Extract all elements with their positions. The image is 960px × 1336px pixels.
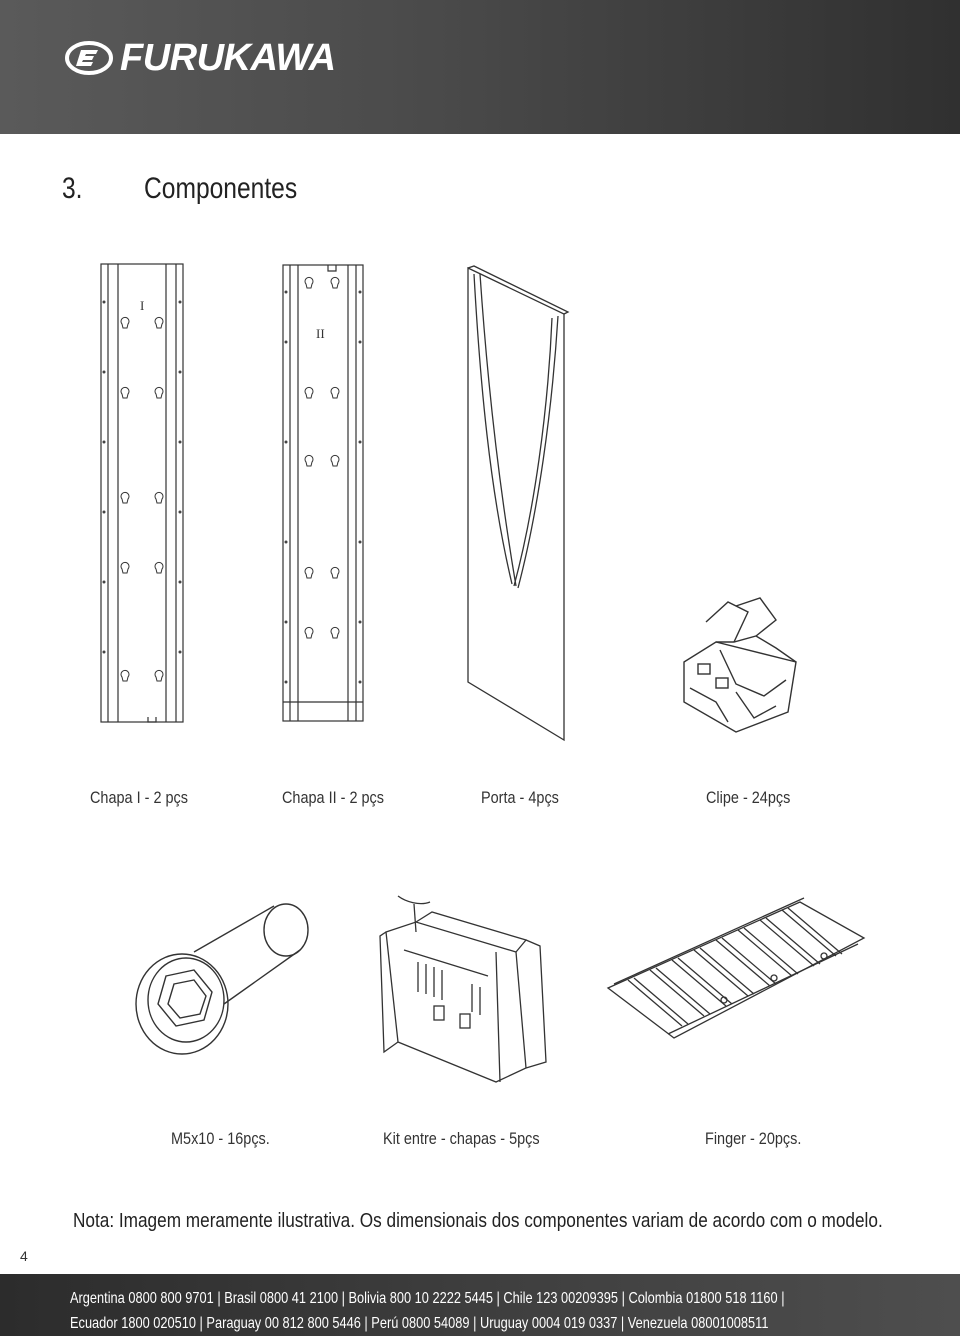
caption-panel-i: Chapa I - 2 pçs: [90, 788, 188, 807]
caption-panel-ii: Chapa II - 2 pçs: [282, 788, 385, 807]
page-number: 4: [20, 1248, 28, 1264]
bracket-kit-drawing-icon: [379, 895, 547, 1083]
footer-contacts-line-2: Ecuador 1800 020510 | Paraguay 00 812 80…: [70, 1315, 769, 1332]
furukawa-e-logo-icon: [65, 41, 113, 75]
section-title-text: Componentes: [144, 172, 298, 205]
footer-bar: Argentina 0800 800 9701 | Brasil 0800 41…: [0, 1274, 960, 1336]
footer-contacts-line-1: Argentina 0800 800 9701 | Brasil 0800 41…: [70, 1290, 785, 1307]
screw-drawing-icon: [135, 903, 309, 1055]
section-title: 3. Componentes: [62, 172, 297, 206]
brand-logo: FURUKAWA: [64, 38, 336, 78]
header-bar: FURUKAWA: [0, 0, 960, 134]
panel-i-mark: I: [140, 298, 144, 313]
panel-ii-mark: II: [316, 326, 325, 341]
caption-clip: Clipe - 24pçs: [706, 788, 791, 807]
finger-tray-drawing-icon: [606, 897, 866, 1039]
caption-door: Porta - 4pçs: [481, 788, 559, 807]
disclaimer-note: Nota: Imagem meramente ilustrativa. Os d…: [73, 1210, 883, 1232]
caption-finger: Finger - 20pçs.: [705, 1129, 802, 1148]
panel-ii-drawing-icon: II: [282, 264, 364, 722]
caption-bracket-kit: Kit entre - chapas - 5pçs: [383, 1129, 540, 1148]
door-drawing-icon: [467, 265, 570, 742]
caption-screw: M5x10 - 16pçs.: [171, 1129, 270, 1148]
panel-i-drawing-icon: I: [100, 263, 184, 723]
brand-name: FURUKAWA: [120, 37, 336, 79]
clip-drawing-icon: [683, 597, 797, 733]
section-number: 3.: [62, 172, 83, 205]
